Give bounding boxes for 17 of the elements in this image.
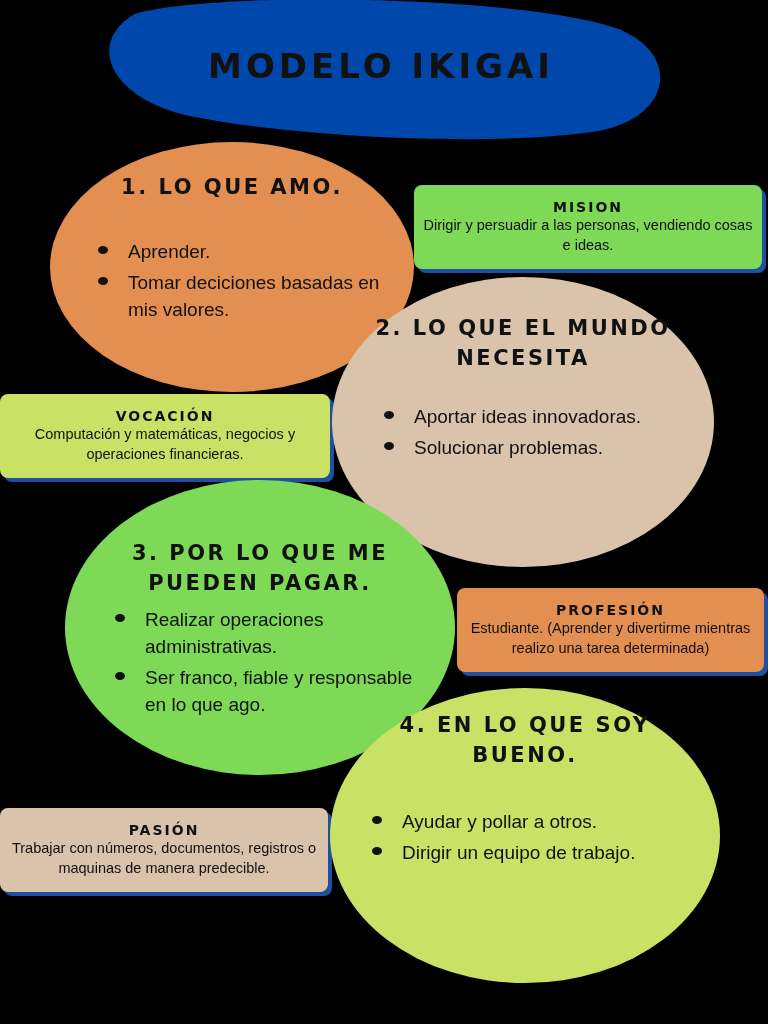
bullet-text: Realizar operaciones administrativas. — [145, 608, 325, 659]
card-text: Estudiante. (Aprender y divertirme mientras realizo una tarea determinada) — [469, 619, 752, 658]
circle-heading: 1. LO QUE AMO. — [120, 174, 344, 201]
bullet-text: Solucionar problemas. — [414, 436, 604, 460]
card-text: Dirigir y persuadir a las personas, vendiendo cosas e ideas. — [422, 216, 754, 255]
bullet-text: Dirigir un equipo de trabajo. — [402, 841, 636, 865]
card-heading: MISION — [552, 199, 624, 215]
card-text: Computación y matemáticas, negocios y operaciones financieras. — [33, 425, 297, 464]
card-text: Trabajar con números, documentos, registros o maquinas de manera predecible. — [10, 839, 318, 878]
card-heading: PROFESIÓN — [556, 602, 665, 618]
bullet-text: Aprender. — [128, 240, 211, 264]
bullet-text: Aportar ideas innovadoras. — [414, 405, 642, 429]
circle-heading: 3. POR LO QUE ME PUEDEN PAGAR. — [130, 540, 390, 597]
bullet-text: Ayudar y pollar a otros. — [402, 810, 598, 834]
card-heading: VOCACIÓN — [115, 408, 215, 424]
card-heading: PASIÓN — [128, 822, 200, 838]
title-text: MODELO IKIGAI — [207, 46, 555, 86]
